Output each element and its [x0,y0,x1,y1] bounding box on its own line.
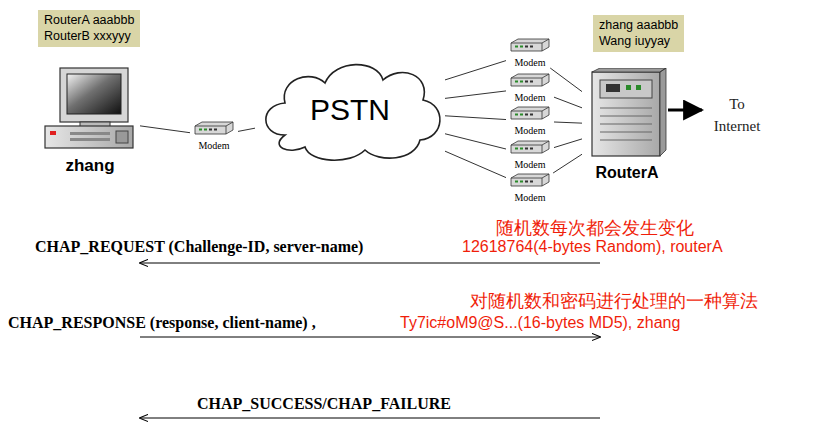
node-text: Modem [514,92,545,103]
connection-line [445,151,506,177]
modem-icon-shape [511,141,549,153]
message-label: CHAP_REQUEST (Challenge-ID, server-name) [35,238,363,256]
connection-line [554,139,582,148]
modem-icon: Modem [506,106,554,136]
connection-line [554,122,582,123]
message-value: Ty7ic#oM9@S...(16-bytes MD5), zhang [400,314,680,332]
connection-line [554,97,582,108]
modem-icon: Modem [190,121,238,151]
router-server: RouterA [582,68,672,182]
node-text: RouterA [595,164,658,182]
message-label: CHAP_RESPONSE (response, client-name) , [8,314,316,332]
node-text: zhang aaabbb [599,18,678,34]
client-computer: zhang [40,62,140,176]
pstn-cloud: PSTN [255,55,445,165]
note-text: 随机数每次都会发生变化 [496,216,694,240]
modem-icon-shape [195,122,233,134]
message-value: 12618764(4-bytes Random), routerA [462,238,723,256]
node-text: Wang iuyyay [599,34,678,50]
node-text: RouterA aaabbb [44,13,134,29]
node-text: Modem [514,192,545,203]
node-text: Modem [514,125,545,136]
modem-icon-shape [511,39,549,51]
internet-arrow [668,109,702,112]
modem-icon: Modem [506,173,554,203]
note-text: 对随机数和密码进行处理的一种算法 [470,289,758,313]
connection-line [238,128,255,131]
node-text: PSTN [310,93,390,127]
message-arrow [140,418,600,419]
modem-icon-shape [511,107,549,119]
client-computer-shape [45,68,133,148]
connection-line [445,116,506,120]
message-arrow [140,337,600,338]
destination-label: To Internet [706,94,768,138]
message-arrow [140,263,600,264]
node-text: zhang [65,156,114,176]
connection-line [445,91,506,98]
node-text: RouterB xxxyyy [44,29,134,45]
modem-icon: Modem [506,140,554,170]
router-server-shape [592,68,666,156]
modem-icon-shape [511,74,549,86]
connection-line [445,61,506,80]
node-text: Modem [514,159,545,170]
modem-icon: Modem [506,73,554,103]
connection-line [140,126,190,133]
password-table: RouterA aaabbbRouterB xxxyyy [38,10,140,47]
message-label: CHAP_SUCCESS/CHAP_FAILURE [197,395,451,413]
node-text: Modem [198,140,229,151]
modem-icon-shape [511,174,549,186]
modem-icon: Modem [506,38,554,68]
connection-line [550,68,582,92]
password-table: zhang aaabbbWang iuyyay [593,15,684,52]
node-text: Modem [514,57,545,68]
connection-line [553,154,582,173]
pstn-cloud-shape [266,65,440,161]
connection-line [445,134,506,149]
